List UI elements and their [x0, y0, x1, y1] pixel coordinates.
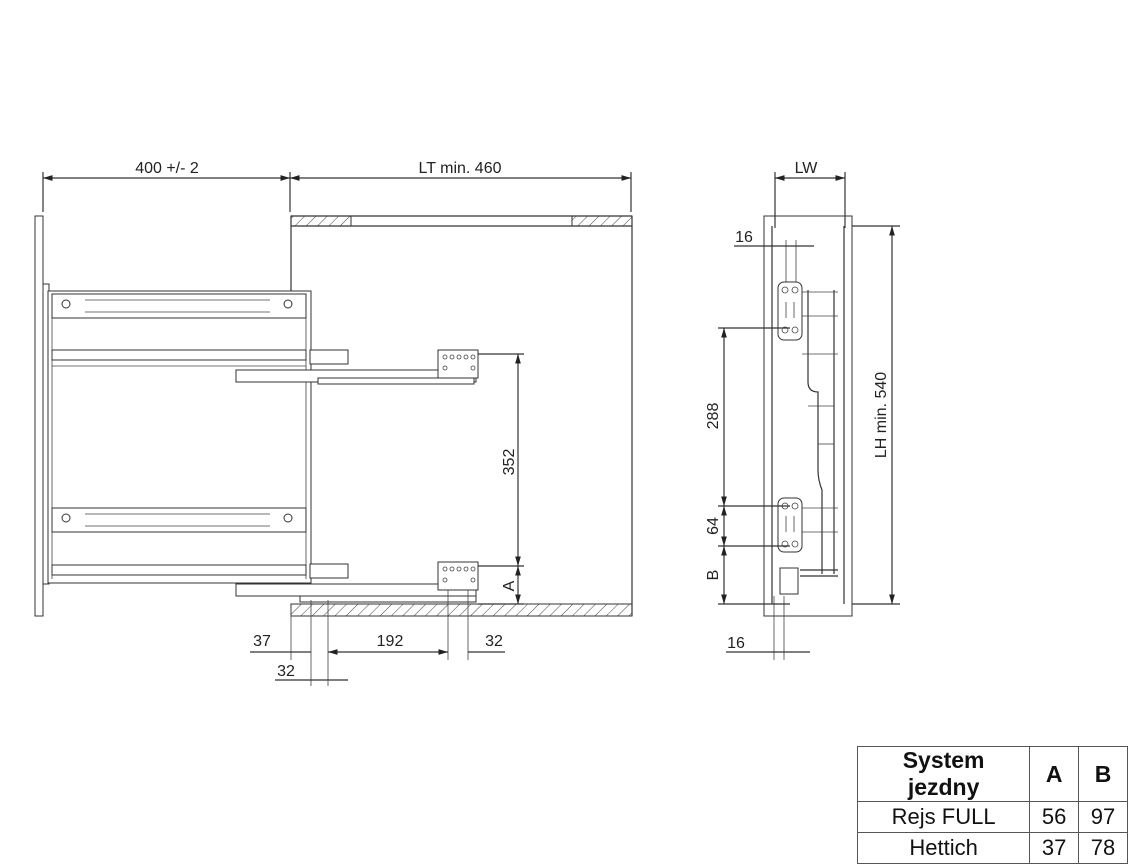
- spec-table: System jezdny A B Rejs FULL 56 97 Hettic…: [856, 746, 1128, 864]
- dim-hook-spacing: 288 64 B: [705, 327, 790, 605]
- dim-side-width: LW: [774, 160, 846, 228]
- dim-side-width-label: LW: [795, 160, 819, 177]
- dim-left-offset-label: 37: [253, 633, 271, 650]
- wire-basket: [779, 290, 838, 595]
- cabinet-top-left: [290, 215, 352, 227]
- table-row: Rejs FULL 56 97: [856, 801, 1128, 833]
- cabinet-top-right: [571, 215, 633, 227]
- dim-hook-spacing-label: 288: [705, 403, 722, 430]
- table-header-row: System jezdny A B: [856, 746, 1128, 802]
- dim-hole-spacing-label: 192: [377, 633, 404, 650]
- cell-b: 78: [1078, 832, 1128, 864]
- header-a: A: [1029, 746, 1080, 802]
- dim-front-width: 400 +/- 2: [42, 160, 291, 212]
- dim-front-offset: A: [478, 566, 524, 605]
- table-row: Hettich 37 78: [856, 832, 1128, 864]
- section-view: LW 16 16 288 64 B: [705, 160, 900, 660]
- dim-cabinet-depth: LT min. 460: [290, 160, 632, 212]
- dim-front-offset-label: A: [501, 580, 518, 591]
- dim-bottom-offset-label: B: [705, 570, 722, 581]
- dim-bottom-gap: 16: [726, 596, 810, 660]
- cell-system: Rejs FULL: [856, 801, 1031, 833]
- dim-cabinet-depth-label: LT min. 460: [418, 160, 501, 177]
- cell-b: 97: [1078, 801, 1128, 833]
- basket-frame: [47, 290, 312, 584]
- cell-a: 56: [1029, 801, 1080, 833]
- front-panel: [34, 215, 44, 617]
- cabinet-bottom: [290, 603, 633, 617]
- lower-runner: [235, 561, 479, 603]
- dim-bottom-gap-label: 16: [727, 635, 745, 652]
- dim-rail-offset-label: 32: [277, 663, 295, 680]
- upper-hook-plate: [777, 281, 803, 341]
- dim-top-gap-label: 16: [735, 229, 753, 246]
- dim-front-pitch-label: 352: [501, 449, 518, 476]
- cell-a: 37: [1029, 832, 1080, 864]
- dim-hook-height-label: 64: [705, 517, 722, 535]
- cell-system: Hettich: [856, 832, 1031, 864]
- upper-shelf: [51, 293, 307, 367]
- header-system: System jezdny: [856, 746, 1031, 802]
- header-b: B: [1078, 746, 1128, 802]
- dim-front-pitch: 352: [478, 353, 524, 567]
- front-view: 400 +/- 2 LT min. 460 352 A: [34, 160, 633, 686]
- dim-bottom-row: 37 192 32 32: [250, 590, 505, 686]
- dim-top-gap: 16: [734, 229, 814, 282]
- dim-right-offset-label: 32: [485, 633, 503, 650]
- dim-side-height: LH min. 540: [852, 225, 900, 605]
- side-wall: [763, 215, 853, 617]
- dim-side-height-label: LH min. 540: [873, 372, 890, 458]
- upper-runner: [235, 349, 479, 385]
- lower-shelf: [51, 507, 307, 576]
- dim-front-width-label: 400 +/- 2: [135, 160, 199, 177]
- lower-hook-plate: [777, 497, 803, 553]
